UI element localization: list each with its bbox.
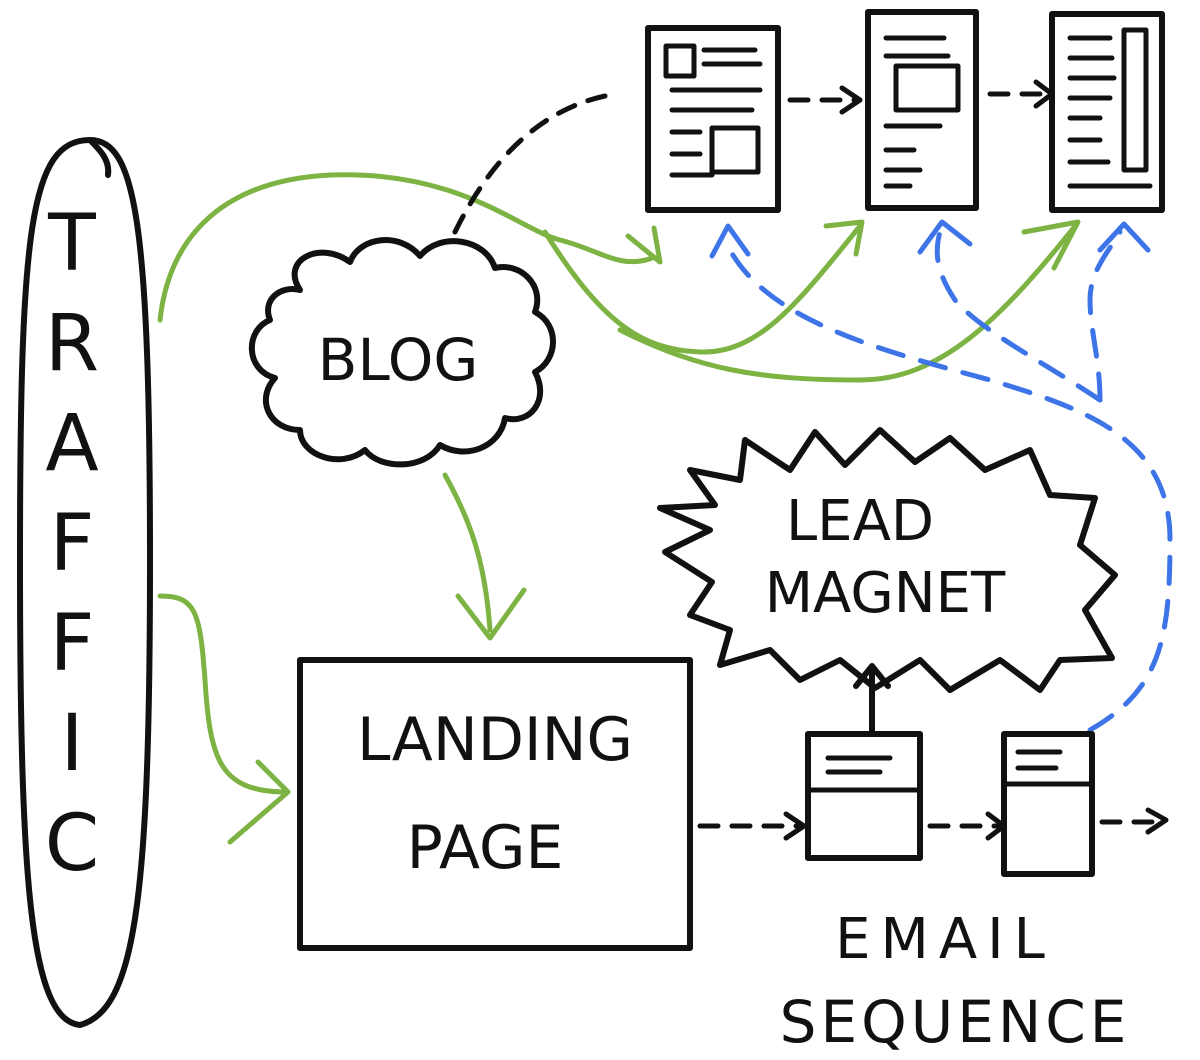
page3-text-lines	[1067, 35, 1153, 189]
landing-page-label-line1: LANDING	[357, 705, 633, 775]
web-page-1	[645, 25, 781, 213]
arrow-traffic-to-landing	[157, 593, 285, 795]
traffic-letter: I	[60, 699, 83, 789]
email-sequence-label-line1: EMAIL	[835, 907, 1055, 972]
landing-page-label-line2: PAGE	[407, 813, 564, 883]
email2-lines	[1001, 749, 1095, 787]
page1-to-page2-head	[839, 85, 863, 115]
blue-head-page2	[917, 219, 973, 255]
page3-sidebar-block	[1121, 27, 1149, 173]
blog-to-page1-dashed	[452, 93, 608, 235]
lead-magnet-label-line1: LEAD	[786, 489, 934, 554]
lead-magnet-label-line2: MAGNET	[765, 561, 1006, 626]
email-1	[805, 663, 923, 861]
traffic-oval-tail	[87, 137, 112, 178]
arrow-head-page3	[1021, 219, 1081, 271]
page1-image-block	[663, 43, 697, 79]
traffic-oval	[17, 137, 153, 1028]
arrow-traffic-to-page1	[157, 172, 655, 323]
page1-text-lines	[669, 47, 763, 178]
web-page-3	[1049, 11, 1165, 213]
email1-frame	[805, 731, 923, 861]
traffic-letter: T	[47, 199, 96, 289]
page2-image-block	[893, 63, 961, 113]
lead-magnet-node: LEAD MAGNET	[657, 427, 1118, 693]
blue-head-page3	[1097, 221, 1151, 253]
traffic-to-pages-arrows	[157, 172, 1081, 845]
blog-label: BLOG	[318, 326, 479, 394]
blue-head-page1	[709, 223, 751, 259]
page2-text-lines	[883, 35, 951, 189]
email-to-lead-magnet-head	[853, 663, 891, 689]
landing-page-node: LANDING PAGE	[297, 657, 693, 951]
email-sequence-label-line2: SEQUENCE	[780, 988, 1131, 1056]
traffic-letter: R	[45, 299, 99, 389]
blog-node: BLOG	[248, 237, 556, 468]
lead-magnet-burst	[657, 427, 1118, 693]
email-2	[1001, 731, 1095, 877]
page1-frame	[645, 25, 781, 213]
traffic-letter: A	[45, 399, 98, 489]
landing-page-box	[297, 657, 693, 951]
email-to-pages-arrows	[709, 219, 1173, 733]
arrow-head-blog-landing	[455, 587, 527, 641]
blog-cloud	[248, 237, 556, 468]
blue-arrow-to-page1	[722, 237, 1173, 733]
page1-image-block-2	[709, 125, 761, 175]
arrow-traffic-to-page2	[542, 223, 863, 355]
arrow-head-page2	[823, 219, 865, 257]
email1-lines	[805, 755, 923, 793]
email2-next-head	[1145, 807, 1169, 835]
traffic-letter: F	[50, 499, 95, 589]
arrow-head-page1	[625, 225, 663, 265]
blue-arrow-to-page3	[1087, 229, 1123, 403]
blue-arrow-to-page2	[934, 229, 1103, 403]
traffic-letter: F	[50, 599, 95, 689]
arrow-blog-to-landing	[442, 472, 493, 633]
arrow-traffic-to-page3	[617, 223, 1078, 383]
web-page-2	[865, 9, 979, 211]
landing-to-email-head	[783, 811, 807, 841]
email2-frame	[1001, 731, 1095, 877]
traffic-letter: C	[45, 799, 99, 889]
arrow-head-landing	[227, 759, 291, 845]
